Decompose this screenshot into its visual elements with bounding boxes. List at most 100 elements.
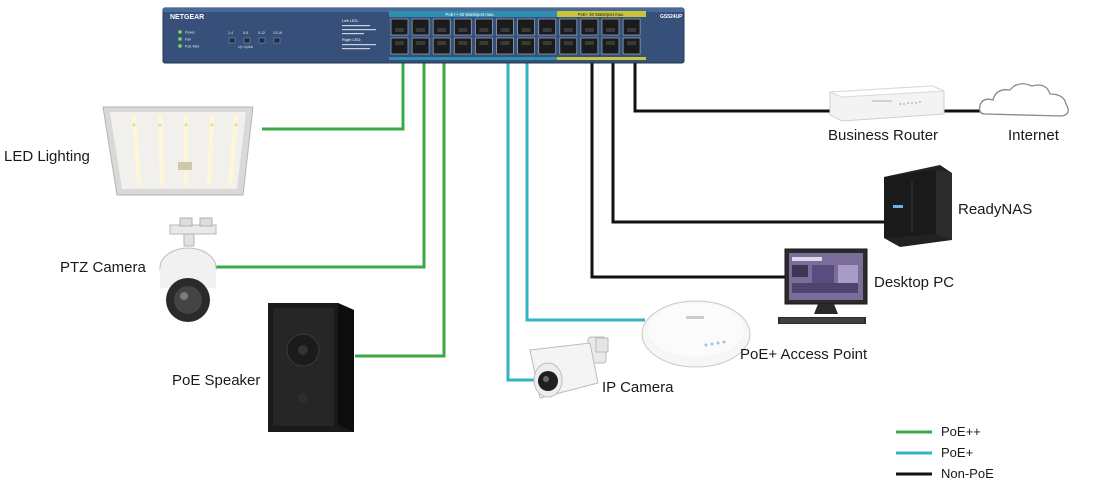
ethernet-port: [453, 37, 472, 55]
ethernet-port: [601, 37, 620, 55]
ethernet-port: [517, 18, 535, 36]
label-access-point: PoE+ Access Point: [740, 346, 868, 363]
port-socket: [500, 41, 510, 45]
label-internet: Internet: [1008, 127, 1059, 144]
internet-cloud-icon: [978, 83, 1069, 117]
bay-label: 5-8: [243, 31, 248, 35]
ethernet-port: [622, 18, 641, 36]
status-led-label: Fan: [185, 38, 191, 42]
ethernet-port: [474, 18, 493, 36]
desktop-pc-device: [778, 248, 868, 324]
ethernet-port: [432, 18, 451, 36]
port-socket: [479, 41, 489, 45]
port-socket: [416, 41, 426, 45]
status-led-indicator: [178, 37, 182, 41]
port-socket: [606, 41, 615, 45]
ptz-camera-device: [159, 217, 217, 322]
port-socket: [542, 28, 552, 32]
bay-indicator: [258, 37, 266, 44]
bay-label: 13-16: [273, 31, 282, 35]
label-ptz-camera: PTZ Camera: [60, 259, 146, 276]
ethernet-port: [390, 18, 409, 36]
switch-model: GS524UP: [660, 14, 683, 20]
port-socket: [500, 28, 510, 32]
bay-label: 9-12: [258, 31, 265, 35]
ethernet-port: [559, 18, 578, 36]
port-socket: [542, 41, 552, 45]
legend-label-non-poe: Non-PoE: [941, 466, 994, 481]
ethernet-port: [559, 37, 578, 55]
port-socket: [606, 28, 615, 32]
port-socket: [521, 28, 531, 32]
ethernet-port: [517, 37, 535, 55]
cable-poe-speaker: [355, 62, 446, 358]
readynas-device: [884, 165, 952, 247]
bay-indicator: [243, 37, 251, 44]
ethernet-port: [580, 37, 599, 55]
label-business-router: Business Router: [828, 127, 939, 144]
ethernet-port: [580, 18, 599, 36]
cable-ip-camera: [506, 62, 540, 382]
ip-camera-device: [529, 336, 609, 399]
status-led-indicator: [178, 30, 182, 34]
label-led-lighting: LED Lighting: [4, 148, 90, 165]
left-led-title: Left LED:: [342, 18, 359, 23]
ethernet-port: [411, 37, 430, 55]
status-led-indicator: [178, 44, 182, 48]
right-led-title: Right LED:: [342, 37, 361, 42]
port-socket: [563, 41, 573, 45]
port-socket: [416, 28, 426, 32]
port-socket: [563, 28, 573, 32]
port-socket: [458, 41, 468, 45]
legend: [896, 430, 932, 476]
port-socket: [479, 28, 489, 32]
ethernet-port: [432, 37, 451, 55]
uplink-label: Up Uplink: [238, 45, 253, 49]
cable-led-lighting: [262, 62, 405, 131]
port-socket: [584, 28, 594, 32]
port-socket: [458, 28, 468, 32]
poe-plus-header: PoE+ 30 Watts/port max.: [578, 12, 625, 17]
ethernet-port: [411, 18, 430, 36]
led-lighting-device: [102, 106, 254, 196]
label-desktop-pc: Desktop PC: [874, 274, 955, 291]
cable-readynas: [611, 62, 885, 224]
ethernet-port: [601, 18, 620, 36]
switch-brand: NETGEAR: [170, 14, 204, 21]
port-socket: [584, 41, 594, 45]
bay-indicator: [228, 37, 236, 44]
bay-label: 1-4: [228, 31, 233, 35]
label-ip-camera: IP Camera: [602, 379, 674, 396]
ethernet-port: [390, 37, 409, 55]
port-socket: [395, 41, 404, 45]
port-socket: [437, 41, 447, 45]
ethernet-port: [622, 37, 641, 55]
cable-desktop-pc: [590, 62, 785, 279]
port-socket: [521, 41, 531, 45]
status-led-label: Power: [185, 31, 196, 35]
legend-label-poe-plus: PoE+: [941, 445, 974, 460]
bay-indicator: [273, 37, 281, 44]
ethernet-port: [538, 18, 557, 36]
port-socket: [627, 28, 637, 32]
port-socket: [627, 41, 637, 45]
ethernet-port: [474, 37, 493, 55]
poe-speaker-device: [268, 303, 354, 432]
status-led-label: PoE Max: [185, 45, 199, 49]
business-router-device: [829, 85, 945, 122]
port-socket: [437, 28, 447, 32]
ethernet-port: [453, 18, 472, 36]
ethernet-port: [538, 37, 557, 55]
cable-ptz-camera: [216, 62, 426, 269]
bay-indicators: 1-4 5-8 9-12 13-16: [228, 31, 282, 44]
poe-plus-plus-header: PoE++ 60 Watts/port max.: [446, 12, 495, 17]
legend-label-poe-plus-plus: PoE++: [941, 424, 981, 439]
ethernet-port: [496, 18, 514, 36]
switch-ports: [390, 18, 641, 55]
label-poe-speaker: PoE Speaker: [172, 372, 261, 389]
ethernet-port: [496, 37, 514, 55]
